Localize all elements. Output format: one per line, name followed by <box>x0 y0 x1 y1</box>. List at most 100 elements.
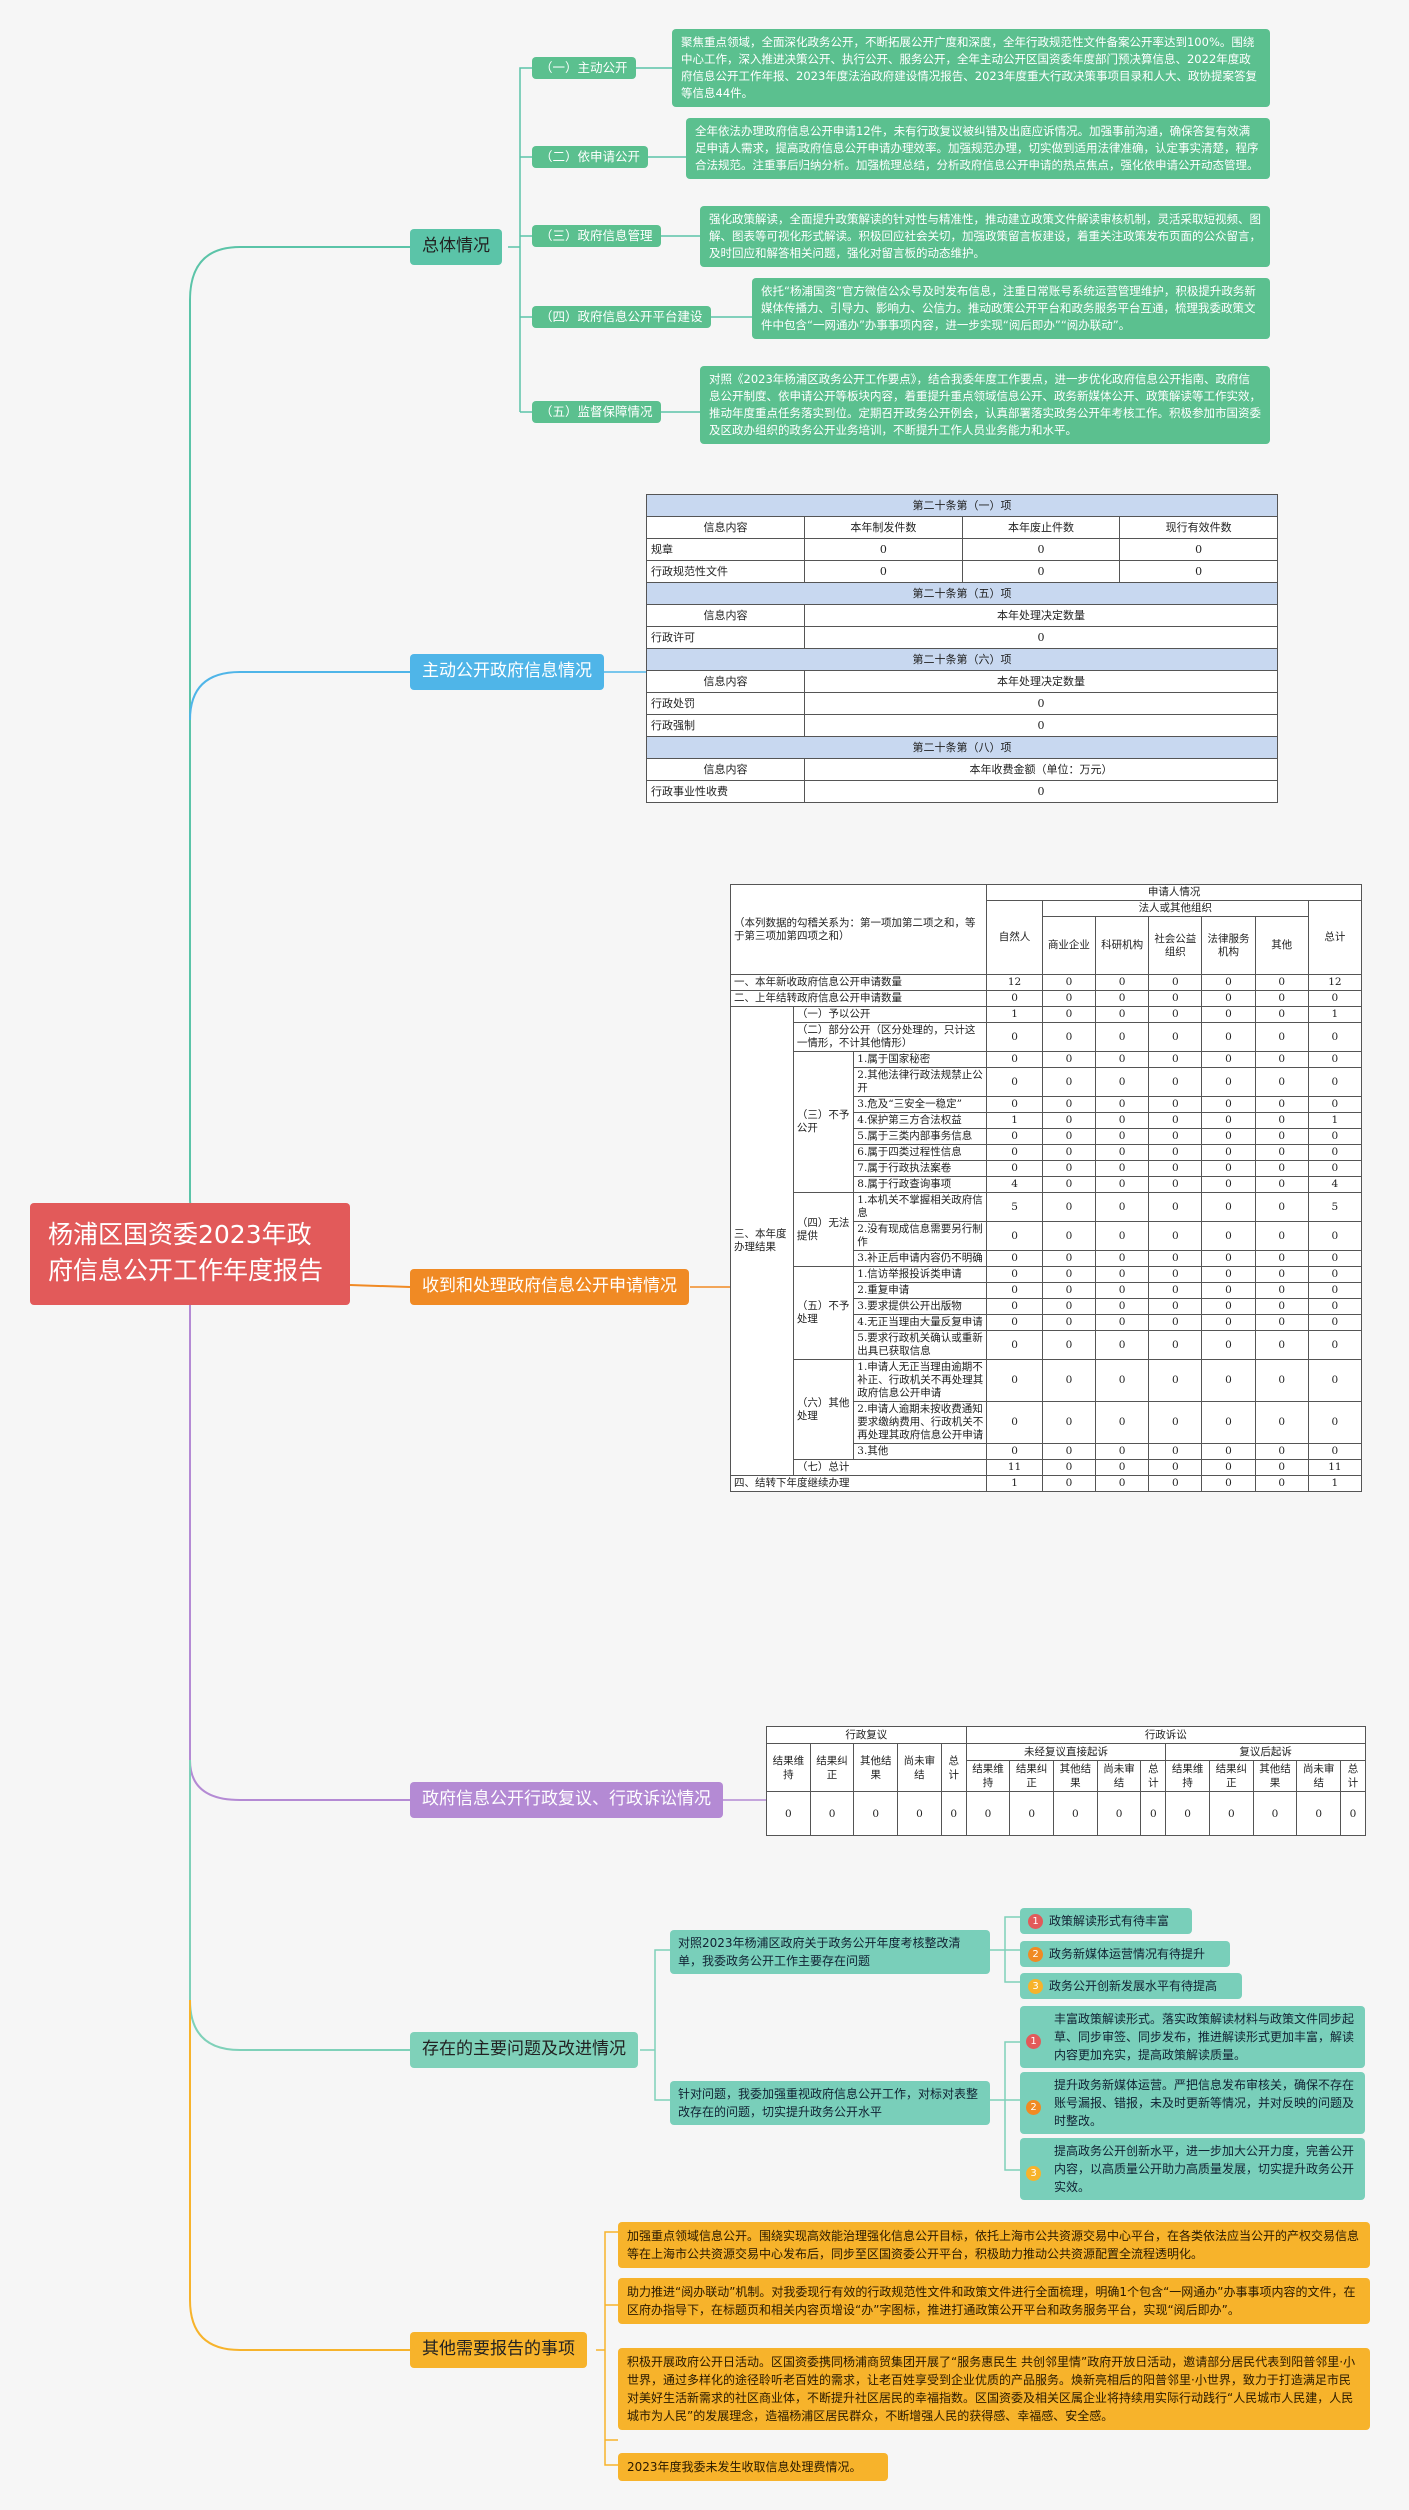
branch-active-disclosure[interactable]: 主动公开政府信息情况 <box>410 654 604 690</box>
table-cell: 0 <box>1307 1067 1363 1097</box>
row-label: （七）总计 <box>792 1459 988 1476</box>
table-cell: 0 <box>1041 1022 1097 1052</box>
column-header: 尚未审结 <box>1096 1760 1142 1792</box>
table-cell: 0 <box>1095 1192 1150 1222</box>
table-cell: 1 <box>1307 1475 1363 1492</box>
column-header: 结果维持 <box>766 1743 811 1792</box>
row-label: 一、本年新收政府信息公开申请数量 <box>729 974 988 991</box>
table-cell: 0 <box>1095 1443 1150 1460</box>
table-cell: 0 <box>1148 1144 1203 1161</box>
table-cell: 0 <box>1041 1266 1097 1283</box>
row-label: （一）予以公开 <box>792 1006 988 1023</box>
table-cell: 0 <box>1148 1298 1203 1315</box>
measure-item: 3 提高政务公开创新水平，进一步加大公开力度，完善公开内容，以高质量公开助力高质… <box>1020 2138 1365 2200</box>
table-cell: 0 <box>1095 1298 1150 1315</box>
table-cell: 行政强制 <box>646 714 805 737</box>
table-cell: 0 <box>1053 1791 1098 1836</box>
row-label: 1.本机关不掌握相关政府信息 <box>853 1192 988 1222</box>
table-cell: 0 <box>1201 1401 1256 1444</box>
table-cell: 0 <box>1095 1022 1150 1052</box>
overview-label-management[interactable]: （三）政府信息管理 <box>532 225 661 247</box>
table-cell: 0 <box>1148 1051 1203 1068</box>
overview-label-request[interactable]: （二）依申请公开 <box>532 146 649 168</box>
branch-requests[interactable]: 收到和处理政府信息公开申请情况 <box>410 1269 689 1305</box>
group-label: （三）不予公开 <box>792 1051 855 1193</box>
table-cell: 0 <box>1201 1314 1256 1331</box>
table-cell: 0 <box>1095 1144 1150 1161</box>
table-cell: 1 <box>1307 1112 1363 1129</box>
branch-overview[interactable]: 总体情况 <box>410 229 502 265</box>
overview-label-active[interactable]: （一）主动公开 <box>532 57 636 79</box>
table-cell: 0 <box>986 1160 1043 1177</box>
table-cell: 0 <box>1148 1096 1203 1113</box>
branch-problems[interactable]: 存在的主要问题及改进情况 <box>410 2032 638 2068</box>
table-cell: 0 <box>1095 1250 1150 1267</box>
table-cell: 0 <box>1095 1221 1150 1251</box>
group-label: （五）不予处理 <box>792 1266 855 1360</box>
overview-label-platform[interactable]: （四）政府信息公开平台建设 <box>532 306 711 328</box>
table-cell: 0 <box>1307 1096 1363 1113</box>
table-cell: 0 <box>1148 1282 1203 1299</box>
table-cell: 0 <box>1148 1443 1203 1460</box>
table-cell: 0 <box>1148 1401 1203 1444</box>
table-cell: 0 <box>1254 1401 1309 1444</box>
table-cell: 0 <box>1148 1475 1203 1492</box>
measure-text: 提高政务公开创新水平，进一步加大公开力度，完善公开内容，以高质量公开助力高质量发… <box>1020 2138 1365 2200</box>
section-label: 三、本年度办理结果 <box>730 1006 794 1476</box>
table-cell: 0 <box>1254 1128 1309 1145</box>
table-cell: 0 <box>986 1067 1043 1097</box>
branch-other[interactable]: 其他需要报告的事项 <box>410 2332 587 2368</box>
table-cell: 0 <box>1148 1176 1203 1193</box>
table-cell: 0 <box>1254 1176 1309 1193</box>
table-cell: 0 <box>1254 990 1309 1007</box>
table-cell: 0 <box>1148 1330 1203 1360</box>
column-header: 社会公益组织 <box>1148 916 1203 975</box>
table-cell: 行政许可 <box>646 626 805 649</box>
table-cell: 0 <box>1148 1314 1203 1331</box>
table-cell: 0 <box>986 1330 1043 1360</box>
table-cell: 12 <box>1307 974 1363 991</box>
table-cell: 0 <box>1095 1359 1150 1402</box>
table-cell: 0 <box>1254 1282 1309 1299</box>
table-cell: 0 <box>1340 1791 1366 1836</box>
column-header: 本年处理决定数量 <box>804 670 1278 693</box>
table-cell: 0 <box>1201 1051 1256 1068</box>
table-cell: 0 <box>1095 1330 1150 1360</box>
branch-review-litigation[interactable]: 政府信息公开行政复议、行政诉讼情况 <box>410 1782 723 1818</box>
row-label: 1.信访举报投诉类申请 <box>853 1266 988 1283</box>
table-cell: 0 <box>986 1128 1043 1145</box>
column-header: 结果纠正 <box>1009 1760 1055 1792</box>
table-cell: 0 <box>1041 1067 1097 1097</box>
table-cell: 0 <box>1148 974 1203 991</box>
table-cell: 0 <box>1201 1475 1256 1492</box>
table-cell: 0 <box>1041 1359 1097 1402</box>
table-cell: 0 <box>804 626 1278 649</box>
overview-label-supervision[interactable]: （五）监督保障情况 <box>532 401 661 423</box>
table-cell: 0 <box>1095 1160 1150 1177</box>
table-cell: 0 <box>853 1791 899 1836</box>
table-cell: 0 <box>1254 1250 1309 1267</box>
table-cell: 5 <box>986 1192 1043 1222</box>
column-header: 其他结果 <box>853 1743 899 1792</box>
table-cell: 0 <box>1119 538 1278 561</box>
table-cell: 0 <box>1201 1144 1256 1161</box>
table-cell: 0 <box>1307 1359 1363 1402</box>
row-label: 2.申请人逾期未按收费通知要求缴纳费用、行政机关不再处理其政府信息公开申请 <box>853 1401 988 1444</box>
table-section-title: 第二十条第（八）项 <box>646 736 1278 759</box>
other-item: 助力推进“阅办联动”机制。对我委现行有效的行政规范性文件和政策文件进行全面梳理，… <box>618 2278 1370 2324</box>
overview-text-supervision: 对照《2023年杨浦区政务公开工作要点》，结合我委年度工作要点，进一步优化政府信… <box>700 366 1270 444</box>
table-cell: 0 <box>1296 1791 1342 1836</box>
column-header: 本年收费金额（单位：万元） <box>804 758 1278 781</box>
requests-table: （本列数据的勾稽关系为：第一项加第二项之和，等于第三项加第四项之和） 申请人情况… <box>729 884 1363 1492</box>
table-cell: 0 <box>1254 1475 1309 1492</box>
